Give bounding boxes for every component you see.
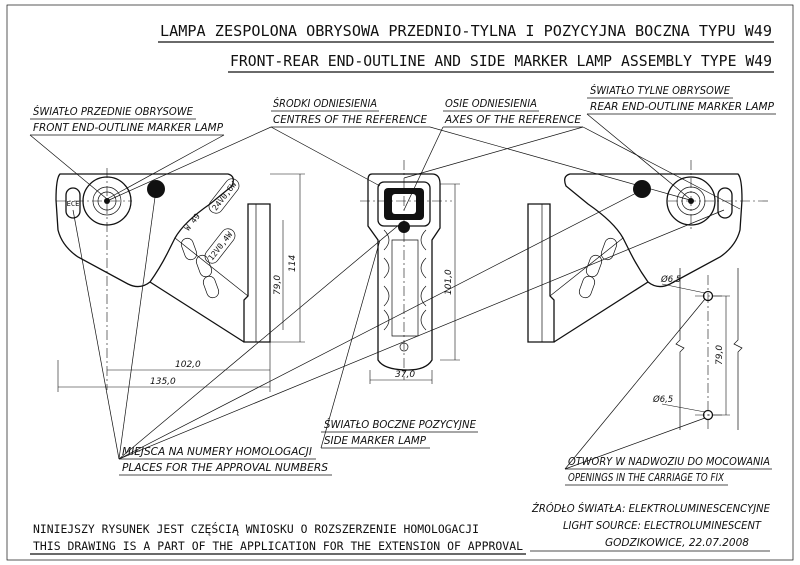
title-english: FRONT-REAR END-OUTLINE AND SIDE MARKER L… — [230, 52, 772, 70]
marking-w49: W 49 — [183, 212, 202, 233]
rear-view-lamp — [527, 160, 768, 343]
openings-label-en: OPENINGS IN THE CARRIAGE TO FIX — [568, 472, 725, 484]
mounting-holes-detail: 79,0 Ø6,5 Ø6,5 — [652, 268, 743, 430]
dim-114: 114 — [288, 255, 298, 272]
place-and-date: GODZIKOWICE, 22.07.2008 — [605, 537, 749, 549]
svg-text:ECE: ECE — [67, 200, 80, 208]
dim-37: 37,0 — [395, 370, 415, 380]
dim-hole-bottom: Ø6,5 — [652, 394, 673, 405]
openings-label-pl: OTWORY W NADWOZIU DO MOCOWANIA — [568, 456, 770, 468]
centres-label-pl: ŚRODKI ODNIESIENIA — [273, 97, 377, 110]
centres-label-en: CENTRES OF THE REFERENCE — [273, 114, 427, 126]
axes-label-pl: OSIE ODNIESIENIA — [445, 98, 537, 110]
footer-note-polish: NINIEJSZY RYSUNEK JEST CZĘŚCIĄ WNIOSKU O… — [33, 521, 479, 536]
approval-label-pl: MIEJSCA NA NUMERY HOMOLOGACJI — [122, 446, 312, 458]
leader-lines — [29, 113, 741, 470]
front-view-lamp: ECE 24V0,6W 12V0,4W W 49 114 — [55, 168, 305, 392]
footer-note-english: THIS DRAWING IS A PART OF THE APPLICATIO… — [33, 539, 523, 553]
approval-label-en: PLACES FOR THE APPROVAL NUMBERS — [122, 462, 328, 474]
front-lamp-label-en: FRONT END-OUTLINE MARKER LAMP — [33, 122, 224, 134]
dim-79-front: 79,0 — [273, 275, 283, 295]
light-source-polish: ŹRÓDŁO ŚWIATŁA: ELEKTROLUMINESCENCYJNE — [531, 502, 770, 515]
side-lamp-label-pl: ŚWIATŁO BOCZNE POZYCYJNE — [324, 418, 476, 431]
light-source-english: LIGHT SOURCE: ELECTROLUMINESCENT — [563, 520, 762, 532]
title-polish: LAMPA ZESPOLONA OBRYSOWA PRZEDNIO-TYLNA … — [160, 22, 772, 40]
dim-hole-top: Ø6,5 — [660, 274, 681, 285]
dim-101: 101,0 — [444, 269, 454, 295]
dim-135: 135,0 — [150, 377, 176, 387]
rear-lamp-label-en: REAR END-OUTLINE MARKER LAMP — [590, 101, 775, 113]
rear-lamp-label-pl: ŚWIATŁO TYLNE OBRYSOWE — [590, 84, 730, 97]
side-lamp-label-en: SIDE MARKER LAMP — [324, 435, 427, 447]
dim-79-holes: 79,0 — [715, 345, 725, 365]
axes-label-en: AXES OF THE REFERENCE — [444, 114, 581, 126]
side-view-lamp: 101,0 37,0 — [360, 160, 460, 384]
sheet-border — [6, 4, 794, 561]
dim-102: 102,0 — [175, 360, 201, 370]
front-lamp-label-pl: ŚWIATŁO PRZEDNIE OBRYSOWE — [33, 105, 193, 118]
